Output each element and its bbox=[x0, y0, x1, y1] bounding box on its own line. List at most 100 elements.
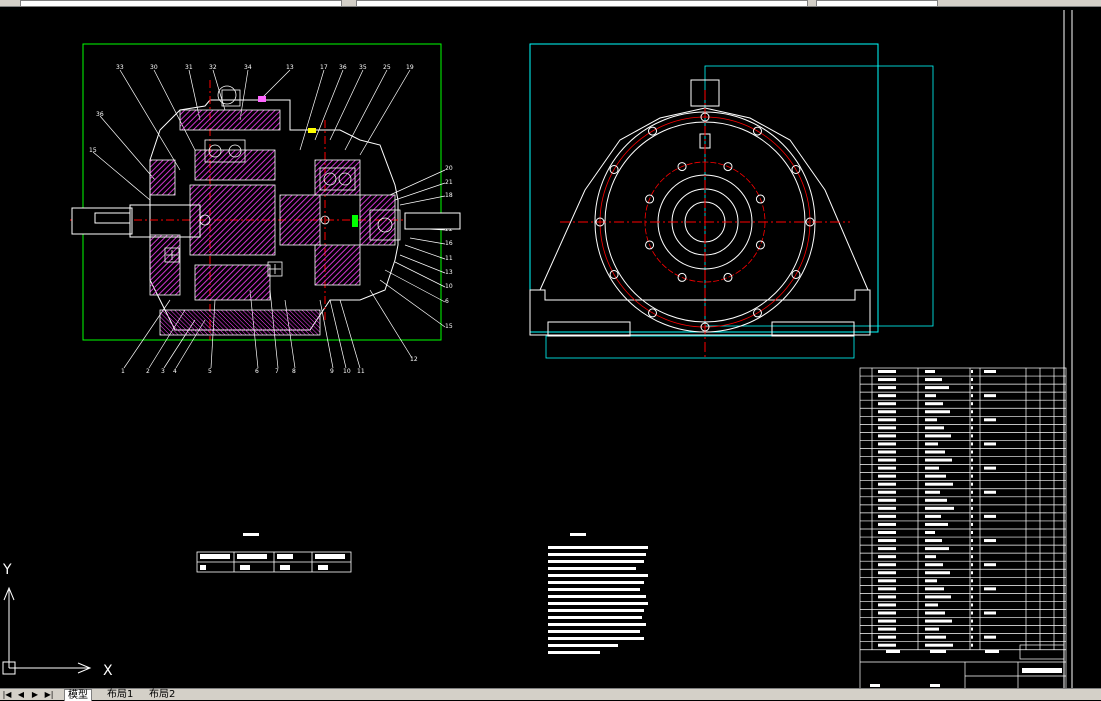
part-code bbox=[878, 595, 896, 599]
svg-text:31: 31 bbox=[185, 64, 193, 71]
part-code bbox=[878, 555, 896, 559]
svg-text:16: 16 bbox=[445, 240, 453, 247]
nav-first-icon[interactable]: |◀ bbox=[2, 690, 12, 699]
svg-text:11: 11 bbox=[357, 368, 365, 375]
note-line bbox=[548, 644, 618, 647]
part-code bbox=[878, 539, 896, 543]
part-code bbox=[878, 410, 896, 414]
part-code bbox=[878, 474, 896, 478]
part-code bbox=[878, 531, 896, 534]
bolt-hole bbox=[645, 240, 655, 250]
bolt-hole bbox=[648, 126, 657, 136]
svg-text:15: 15 bbox=[445, 323, 453, 330]
part-name bbox=[925, 458, 952, 462]
svg-text:1: 1 bbox=[121, 368, 125, 375]
nav-next-icon[interactable]: ▶ bbox=[31, 690, 39, 699]
layer-dropdown[interactable] bbox=[20, 0, 342, 7]
svg-text:21: 21 bbox=[445, 179, 453, 186]
part-code bbox=[878, 563, 896, 567]
linetype-dropdown[interactable] bbox=[356, 0, 808, 7]
note-line bbox=[548, 637, 644, 640]
part-code bbox=[878, 635, 896, 639]
bolt-hole bbox=[791, 270, 801, 279]
note-line bbox=[548, 546, 648, 549]
part-name bbox=[925, 555, 936, 559]
part-code bbox=[878, 579, 896, 583]
note-line bbox=[548, 588, 640, 591]
part-name bbox=[925, 643, 953, 647]
note-line bbox=[548, 609, 644, 612]
svg-text:6: 6 bbox=[445, 298, 449, 305]
part-name bbox=[925, 514, 941, 518]
svg-text:10: 10 bbox=[445, 283, 453, 290]
bolt-hole bbox=[791, 165, 801, 174]
part-name bbox=[925, 498, 947, 502]
part-name bbox=[925, 386, 949, 390]
part-code bbox=[878, 434, 896, 438]
svg-text:35: 35 bbox=[359, 64, 367, 71]
note-line bbox=[548, 560, 644, 563]
svg-text:11: 11 bbox=[445, 255, 453, 262]
bolt-hole bbox=[700, 112, 710, 122]
part-code bbox=[878, 587, 896, 591]
part-code bbox=[878, 370, 896, 373]
svg-text:12: 12 bbox=[410, 356, 418, 363]
part-name bbox=[925, 522, 948, 526]
part-code bbox=[878, 611, 896, 615]
note-line bbox=[548, 651, 600, 654]
svg-text:3: 3 bbox=[161, 368, 165, 375]
bolt-hole bbox=[723, 272, 733, 282]
part-code bbox=[878, 506, 896, 510]
bolt-hole bbox=[677, 162, 687, 172]
part-code bbox=[878, 394, 896, 398]
ucs-y-label: Y bbox=[2, 562, 12, 578]
bolt-hole bbox=[805, 217, 815, 227]
part-code bbox=[878, 442, 896, 446]
nav-prev-icon[interactable]: ◀ bbox=[17, 690, 25, 699]
tab-layout1[interactable]: 布局1 bbox=[107, 689, 134, 700]
note-line bbox=[548, 574, 648, 577]
window-toolbar-strip bbox=[0, 0, 1101, 7]
bolt-hole bbox=[609, 270, 619, 279]
bolt-hole bbox=[700, 322, 710, 332]
part-name bbox=[925, 603, 938, 607]
tab-layout2[interactable]: 布局2 bbox=[149, 689, 176, 700]
part-name bbox=[925, 490, 940, 494]
part-name bbox=[925, 474, 946, 478]
part-code bbox=[878, 619, 896, 623]
ucs-x-label: X bbox=[103, 663, 113, 679]
note-line bbox=[548, 602, 648, 605]
nav-last-icon[interactable]: ▶| bbox=[44, 690, 54, 699]
svg-text:5: 5 bbox=[208, 368, 212, 375]
svg-text:36: 36 bbox=[339, 64, 347, 71]
lineweight-dropdown[interactable] bbox=[816, 0, 938, 7]
ucs-icon: Y X bbox=[2, 562, 113, 679]
part-name bbox=[925, 547, 949, 551]
part-name bbox=[925, 466, 939, 470]
part-name bbox=[925, 434, 951, 438]
note-line bbox=[548, 630, 640, 633]
drawing-canvas[interactable]: 33 30 31 32 34 13 17 36 35 25 19 36 15 2… bbox=[0, 6, 1101, 688]
bolt-hole bbox=[755, 194, 765, 204]
part-code bbox=[878, 547, 896, 551]
part-name bbox=[925, 482, 953, 486]
bolt-hole bbox=[609, 165, 619, 174]
svg-text:7: 7 bbox=[275, 368, 279, 375]
part-name bbox=[925, 426, 944, 430]
part-name bbox=[925, 506, 954, 510]
part-code bbox=[878, 522, 896, 526]
part-name bbox=[925, 627, 939, 631]
tab-model[interactable]: 模型 bbox=[64, 689, 92, 701]
svg-text:34: 34 bbox=[244, 64, 252, 71]
part-code bbox=[878, 643, 896, 647]
bolt-hole bbox=[723, 162, 733, 172]
section-view: 33 30 31 32 34 13 17 36 35 25 19 36 15 2… bbox=[70, 43, 461, 375]
part-name bbox=[925, 571, 950, 575]
part-name bbox=[925, 539, 942, 543]
part-code bbox=[878, 627, 896, 631]
part-code bbox=[878, 482, 896, 486]
part-name bbox=[925, 450, 945, 454]
bolt-hole bbox=[755, 240, 765, 250]
part-code bbox=[878, 571, 896, 575]
part-code bbox=[878, 386, 896, 390]
